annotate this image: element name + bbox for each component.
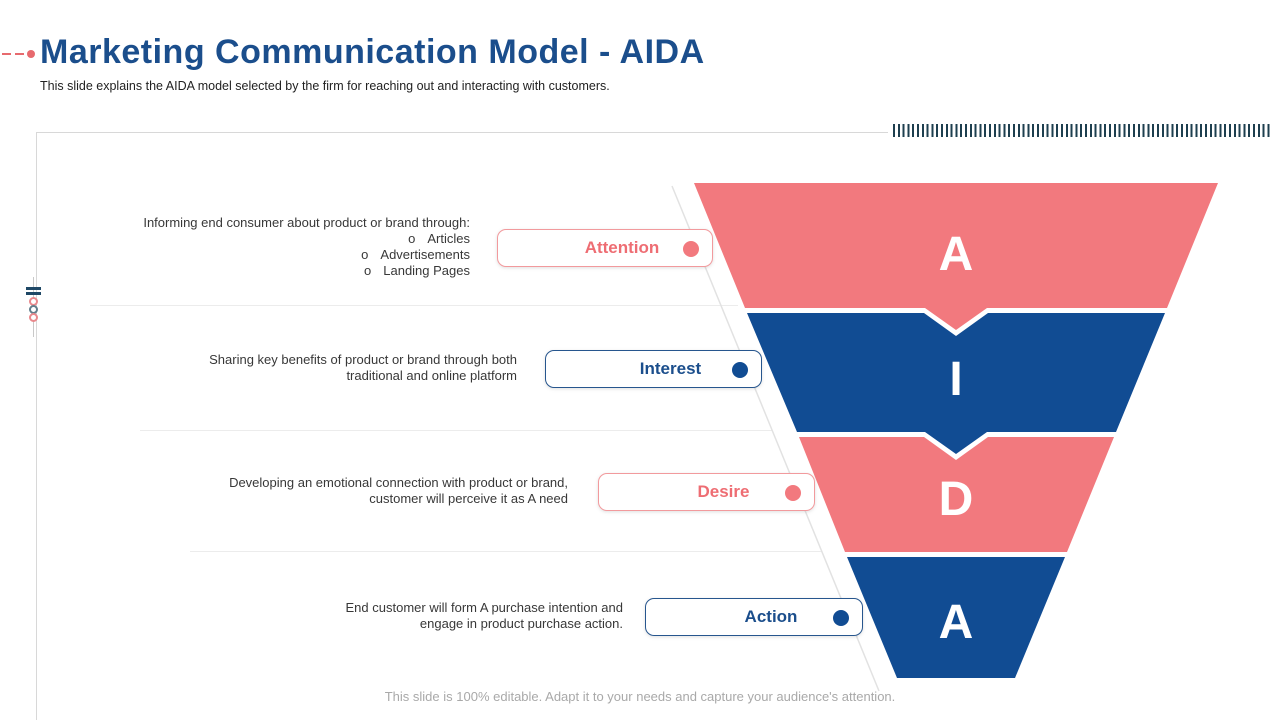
funnel-segment-attention <box>694 183 1218 330</box>
row-divider <box>140 430 772 431</box>
funnel-letter-action: A <box>939 596 974 649</box>
funnel-letter-attention: A <box>939 228 974 281</box>
stage-label-text: Interest <box>639 359 702 378</box>
stage-description-attention: Informing end consumer about product or … <box>100 215 470 279</box>
funnel-segment-action <box>847 557 1065 678</box>
bullet-item: o Articles <box>100 231 470 247</box>
stage-label-text: Attention <box>584 238 660 257</box>
bullet-text: Landing Pages <box>383 263 470 278</box>
left-margin-bar-icon <box>26 292 41 295</box>
funnel-letter-desire: D <box>939 473 974 526</box>
bullet-text: Advertisements <box>380 247 470 262</box>
bullet-text: Articles <box>427 231 470 246</box>
stage-description-desire: Developing an emotional connection with … <box>229 475 568 506</box>
bullet-item: o Landing Pages <box>100 263 470 279</box>
stage-dot-icon <box>785 485 801 501</box>
bullet-marker: o <box>408 231 416 246</box>
stage-label-interest: Interest <box>545 350 762 388</box>
funnel-segment-interest <box>747 313 1165 454</box>
title-accent-dot-icon <box>27 50 35 58</box>
bullet-marker: o <box>361 247 369 262</box>
stage-label-attention: Attention <box>497 229 713 267</box>
title-accent-dash <box>15 53 24 55</box>
description-text: Informing end consumer about product or … <box>143 215 470 230</box>
stage-dot-icon <box>833 610 849 626</box>
left-margin-bar-icon <box>26 287 41 290</box>
stage-label-desire: Desire <box>598 473 815 511</box>
funnel-letter-interest: I <box>949 353 962 406</box>
row-divider <box>190 551 822 552</box>
title-accent-dash <box>2 53 11 55</box>
content-frame-top-border <box>36 132 888 133</box>
content-frame-left-border <box>36 132 37 720</box>
bullet-item: o Advertisements <box>100 247 470 263</box>
stage-label-action: Action <box>645 598 863 636</box>
footer-note: This slide is 100% editable. Adapt it to… <box>384 689 896 704</box>
stage-dot-icon <box>683 241 699 257</box>
funnel-segment-desire <box>799 437 1114 552</box>
stage-description-interest: Sharing key benefits of product or brand… <box>209 352 517 383</box>
stage-label-text: Action <box>744 607 798 626</box>
stage-dot-icon <box>732 362 748 378</box>
page-subtitle: This slide explains the AIDA model selec… <box>40 79 610 93</box>
tick-marks-decoration <box>893 124 1270 137</box>
stage-description-action: End customer will form A purchase intent… <box>345 600 623 631</box>
page-title: Marketing Communication Model - AIDA <box>40 33 705 71</box>
bullet-marker: o <box>364 263 372 278</box>
row-divider <box>90 305 738 306</box>
left-margin-ring-icon <box>29 313 38 322</box>
stage-label-text: Desire <box>697 482 750 501</box>
